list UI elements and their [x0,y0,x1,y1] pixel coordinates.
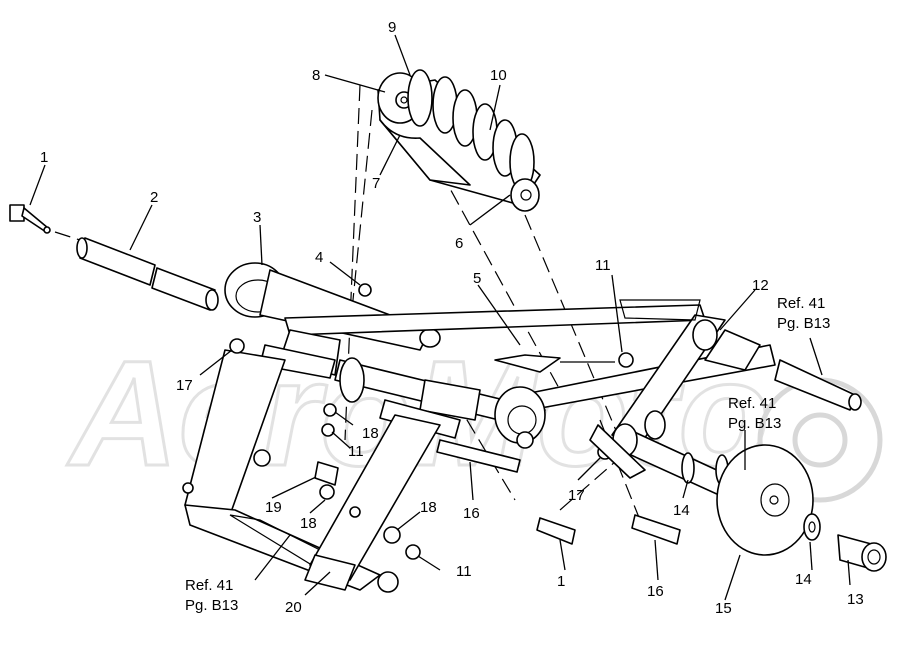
callout-17-right: 17 [568,487,585,504]
callout-16-right: 16 [647,583,664,600]
callout-16-left: 16 [463,505,480,522]
bolt-16-right [631,514,681,545]
callout-11-mid: 11 [348,443,364,460]
ref-mid-right-line2: Pg. B13 [728,415,781,432]
callout-10: 10 [490,67,507,84]
callout-4: 4 [315,249,323,266]
washer-18-a [323,403,337,417]
callout-13: 13 [847,591,864,608]
hardware [229,283,681,560]
center-bracket [259,329,546,449]
callout-11-top: 11 [595,257,611,274]
ref-bottom-left-line1: Ref. 41 [185,577,233,594]
bolt-4 [358,283,372,297]
nut-11-mid [321,423,335,437]
bolt-19 [314,461,339,486]
wheel-assembly [612,410,887,572]
callout-19: 19 [265,499,282,516]
spacer-tube [76,237,219,311]
callout-18-c: 18 [420,499,437,516]
bolt-1-bottom [536,517,576,545]
nut-17-left [229,338,245,354]
washer-18-c [383,526,401,544]
callout-18-b: 18 [300,515,317,532]
callout-18-a: 18 [362,425,379,442]
bolt-1-top [9,204,51,234]
callout-12: 12 [752,277,769,294]
nut-11-bottom [405,544,421,560]
callout-14-right: 14 [795,571,812,588]
rear-link [611,299,761,446]
leader-lines [29,34,851,601]
callout-14-left: 14 [673,502,690,519]
callout-15: 15 [715,600,732,617]
callout-3: 3 [253,209,261,226]
callout-2: 2 [150,189,158,206]
callout-7: 7 [372,175,380,192]
callout-5: 5 [473,270,481,287]
callout-1-bottom: 1 [557,573,565,590]
bolt-16-left [436,439,521,473]
callout-6: 6 [455,235,463,252]
ref-top-right-line1: Ref. 41 [777,295,825,312]
callout-11-bottom: 11 [456,563,472,580]
washer-18-b [319,484,335,500]
callout-9: 9 [388,19,396,36]
ref-bottom-left-line2: Pg. B13 [185,597,238,614]
spring-clip-5 [494,354,615,373]
nut-left-arm [253,449,271,467]
callout-17-left: 17 [176,377,193,394]
nut-11-right [618,352,634,368]
callout-20: 20 [285,599,302,616]
reference-notes: Ref. 41 Pg. B13 Ref. 41 Pg. B13 Ref. 41 … [185,295,830,614]
arm-20 [304,414,441,591]
idler-shaft-top [774,359,862,411]
callout-1-top: 1 [40,149,48,166]
callout-8: 8 [312,67,320,84]
bracket-plate [589,424,646,479]
ref-top-right-line2: Pg. B13 [777,315,830,332]
ref-mid-right-line1: Ref. 41 [728,395,776,412]
callout-labels: 1 2 3 4 5 6 7 8 9 10 11 11 11 12 13 14 1… [40,19,864,617]
shock-absorber [377,69,541,212]
